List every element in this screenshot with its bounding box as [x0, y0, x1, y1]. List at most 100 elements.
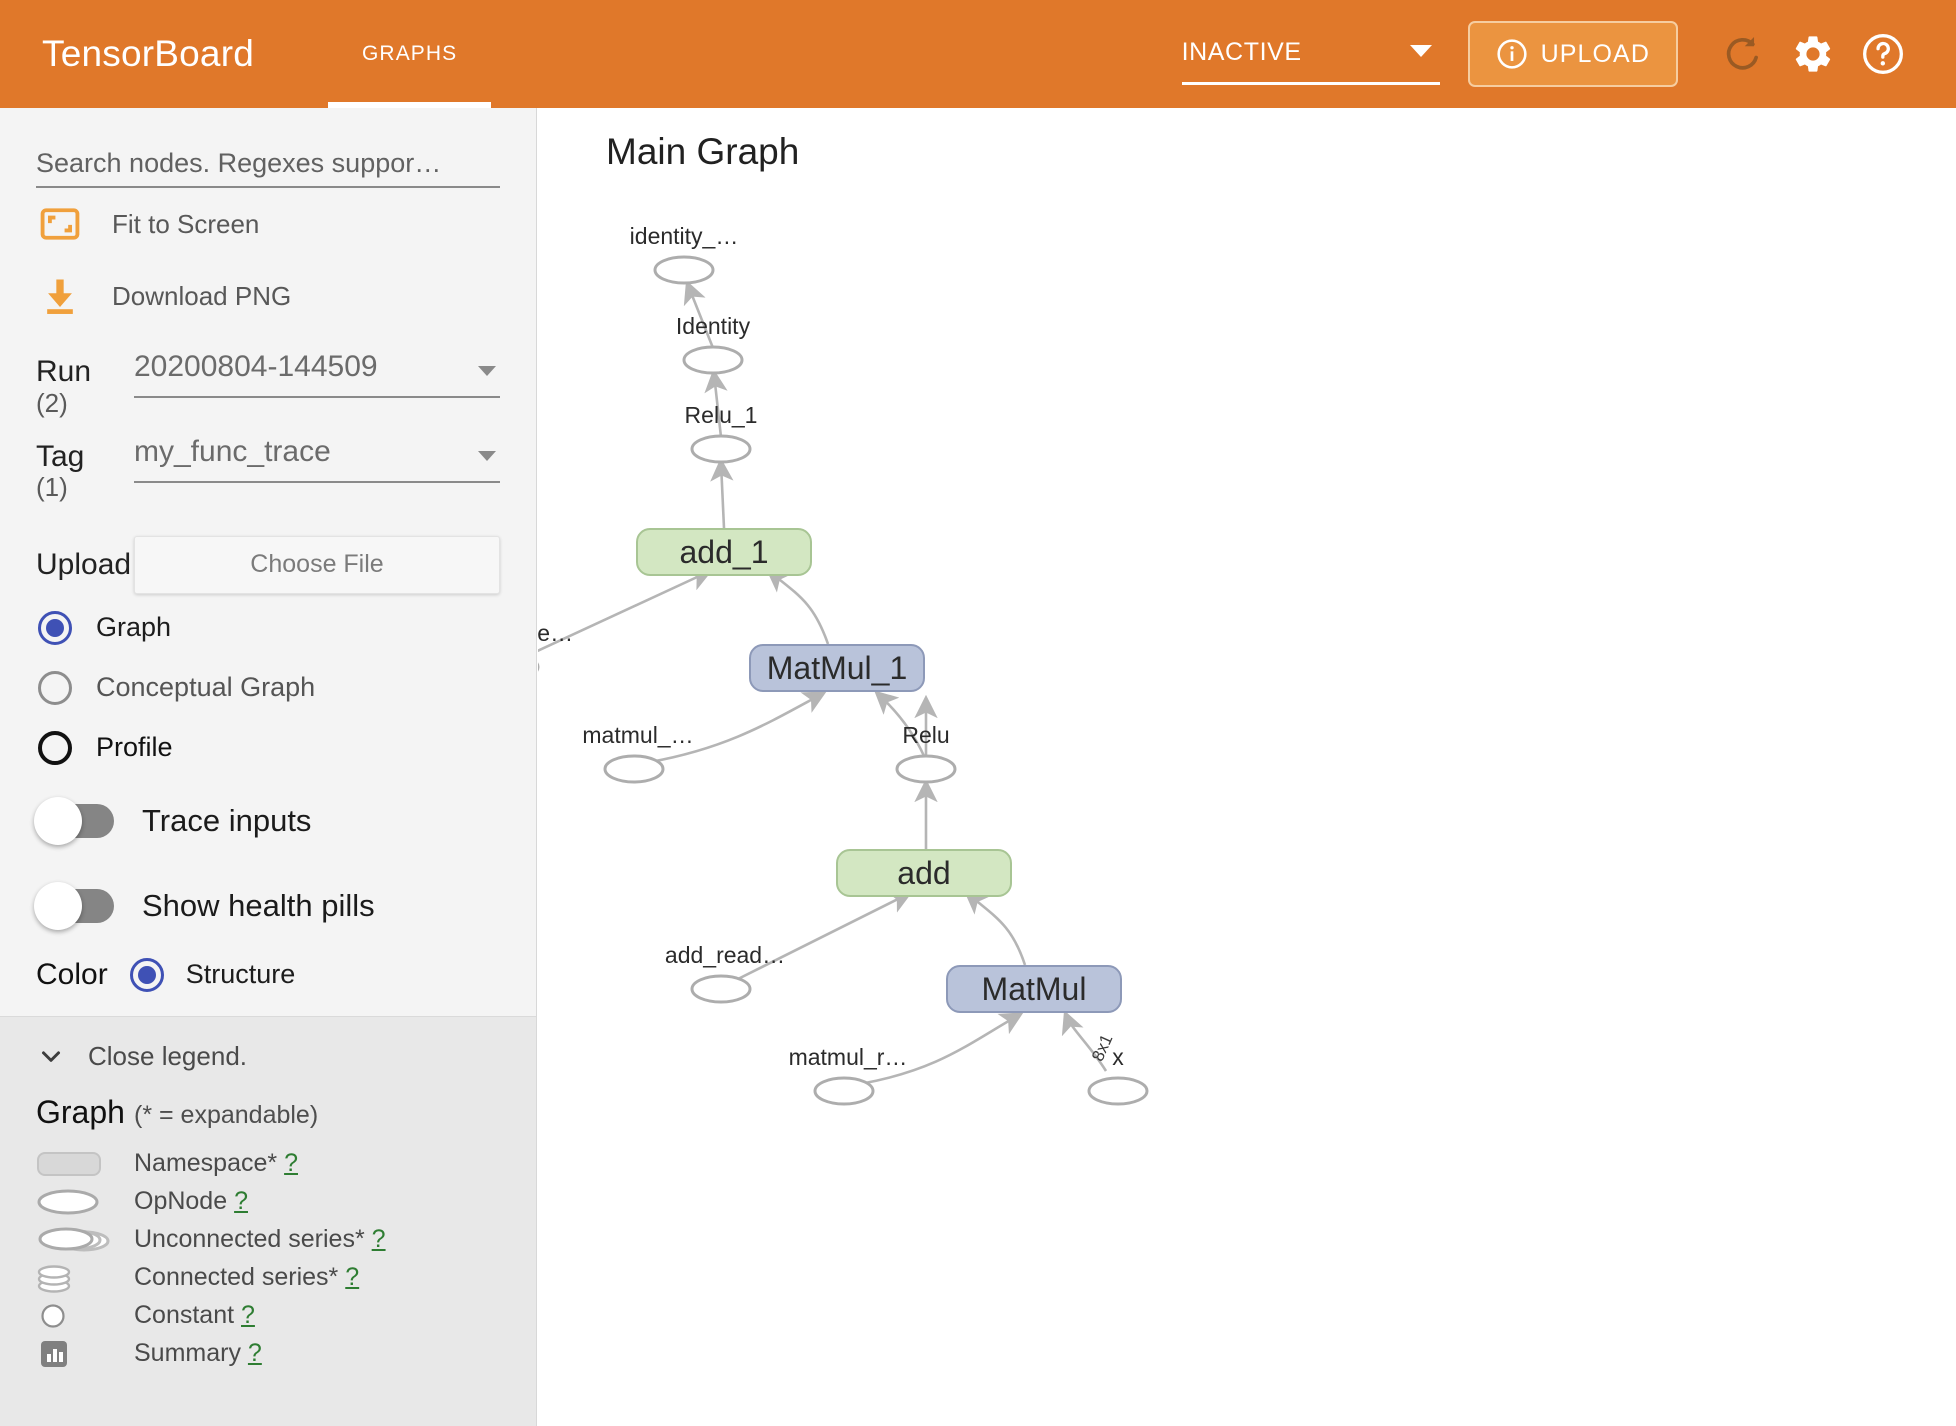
edge-add1-to-relu1 — [710, 457, 734, 529]
legend-header: Graph (* = expandable) — [36, 1094, 500, 1131]
upload-button-label: UPLOAD — [1540, 39, 1650, 68]
toggle-trace-inputs-label: Trace inputs — [142, 803, 312, 839]
close-legend-button[interactable]: Close legend. — [36, 1041, 500, 1072]
add-box[interactable]: add — [836, 849, 1012, 897]
identity-out-node — [653, 255, 715, 285]
upload-row: Upload Choose File — [36, 535, 500, 594]
legend-help-opnode[interactable]: ? — [234, 1187, 248, 1216]
search-field-wrapper — [36, 148, 500, 188]
tab-graphs[interactable]: GRAPHS — [328, 0, 492, 108]
color-label: Color — [36, 957, 108, 991]
constant-swatch-icon — [36, 1301, 134, 1331]
upload-button[interactable]: UPLOAD — [1467, 21, 1678, 87]
radio-conceptual-graph[interactable]: Conceptual Graph — [36, 662, 500, 714]
run-count: (2) — [36, 387, 68, 418]
refresh-icon[interactable] — [1708, 19, 1778, 89]
add-1-box[interactable]: add_1 — [636, 528, 812, 576]
add-1-read-node-label: add_1_re… — [538, 620, 574, 646]
tag-label: Tag — [36, 439, 85, 473]
matmul-1-box[interactable]: MatMul_1 — [749, 644, 925, 692]
sidebar-divider — [0, 1015, 536, 1017]
tag-count: (1) — [36, 472, 68, 503]
edge-add1read-to-add1 — [538, 569, 713, 653]
relu-1-node — [690, 434, 752, 464]
run-label-group: Run (2) — [36, 350, 134, 417]
legend-label-unconnected-series: Unconnected series* — [134, 1225, 365, 1254]
chevron-down-icon — [1409, 45, 1432, 57]
radio-graph[interactable]: Graph — [36, 602, 500, 654]
download-png-label: Download PNG — [112, 280, 292, 311]
legend-item-summary: Summary ? — [36, 1335, 500, 1373]
tag-label-group: Tag (1) — [36, 435, 134, 502]
radio-conceptual-graph-label: Conceptual Graph — [96, 672, 316, 703]
matmul-box[interactable]: MatMul — [946, 965, 1122, 1013]
legend-help-connected-series[interactable]: ? — [345, 1263, 360, 1292]
radio-profile-label: Profile — [96, 732, 173, 763]
radio-color-structure-indicator[interactable] — [129, 957, 164, 992]
download-png-button[interactable]: Download PNG — [36, 260, 500, 332]
run-status-value: INACTIVE — [1181, 38, 1302, 66]
edge-addread-to-add — [733, 891, 913, 983]
chevron-down-icon — [478, 366, 496, 376]
legend-help-constant[interactable]: ? — [241, 1301, 255, 1330]
run-status-select[interactable]: INACTIVE — [1181, 23, 1440, 85]
run-label: Run — [36, 355, 92, 388]
unconnected-series-swatch-icon — [36, 1225, 134, 1255]
app-brand: TensorBoard — [42, 33, 254, 74]
edge-identity-to-identityout — [683, 280, 715, 349]
legend-help-namespace[interactable]: ? — [284, 1149, 298, 1178]
matmul-read-node-label: matmul_r… — [788, 1044, 908, 1070]
relu-1-node-label: Relu_1 — [684, 402, 758, 428]
chevron-down-icon — [478, 450, 496, 461]
toggle-show-health-pills[interactable]: Show health pills — [34, 869, 500, 944]
toggle-trace-inputs[interactable]: Trace inputs — [34, 784, 500, 859]
legend-help-summary[interactable]: ? — [247, 1339, 262, 1368]
identity-out-node-label: identity_… — [629, 223, 739, 249]
identity-node-label: Identity — [675, 313, 751, 339]
radio-graph-indicator — [38, 610, 72, 645]
help-icon[interactable] — [1848, 19, 1918, 89]
radio-conceptual-graph-indicator — [38, 670, 72, 705]
radio-profile-indicator — [38, 730, 72, 765]
search-input[interactable] — [36, 148, 500, 179]
legend-item-namespace: Namespace* ? — [36, 1145, 500, 1183]
legend-label-summary: Summary — [134, 1339, 241, 1368]
graph-canvas[interactable]: Main Graph — [538, 108, 1956, 1426]
toggle-show-health-pills-switch[interactable] — [34, 882, 114, 931]
toggle-trace-inputs-switch[interactable] — [34, 797, 114, 846]
tag-dropdown[interactable]: my_func_trace — [134, 435, 500, 483]
run-selector-row: Run (2) 20200804-144509 — [36, 350, 500, 417]
radio-graph-label: Graph — [96, 612, 172, 643]
legend-help-unconnected-series[interactable]: ? — [371, 1225, 386, 1254]
fit-to-screen-button[interactable]: Fit to Screen — [36, 188, 500, 260]
radio-profile[interactable]: Profile — [36, 722, 500, 774]
relu-node-label: Relu — [902, 722, 950, 748]
connected-series-swatch-icon — [36, 1262, 134, 1294]
edge-matmulread-to-matmul — [859, 1012, 1024, 1086]
upload-label: Upload — [36, 547, 132, 581]
run-value: 20200804-144509 — [134, 350, 378, 383]
legend-title: Graph — [36, 1093, 125, 1130]
chevron-down-icon — [36, 1041, 66, 1071]
legend-item-connected-series: Connected series* ? — [36, 1259, 500, 1297]
matmul-read-node — [813, 1076, 875, 1106]
x-node — [1087, 1076, 1149, 1106]
close-legend-label: Close legend. — [88, 1040, 247, 1071]
nav-tabs: GRAPHS — [328, 0, 492, 108]
edge-relu-to-matmul1 — [874, 690, 926, 757]
left-sidebar: Fit to Screen Download PNG Run (2) 20200… — [0, 108, 537, 1426]
graph-opnodes-svg — [538, 255, 1149, 1106]
run-dropdown[interactable]: 20200804-144509 — [134, 350, 500, 398]
legend-item-opnode: OpNode ? — [36, 1183, 500, 1221]
legend-item-unconnected-series: Unconnected series* ? — [36, 1221, 500, 1259]
edge-matmul1-to-add1 — [765, 568, 830, 645]
tag-selector-row: Tag (1) my_func_trace — [36, 435, 500, 502]
fit-to-screen-icon — [36, 202, 84, 246]
graph-edges-svg — [538, 280, 1108, 1086]
relu-node — [895, 754, 957, 784]
toggle-show-health-pills-label: Show health pills — [142, 888, 375, 924]
edge-matmul-to-add — [963, 890, 1027, 966]
choose-file-button[interactable]: Choose File — [134, 535, 500, 594]
gear-icon[interactable] — [1778, 19, 1848, 89]
edge-relu1-to-identity — [704, 368, 728, 438]
